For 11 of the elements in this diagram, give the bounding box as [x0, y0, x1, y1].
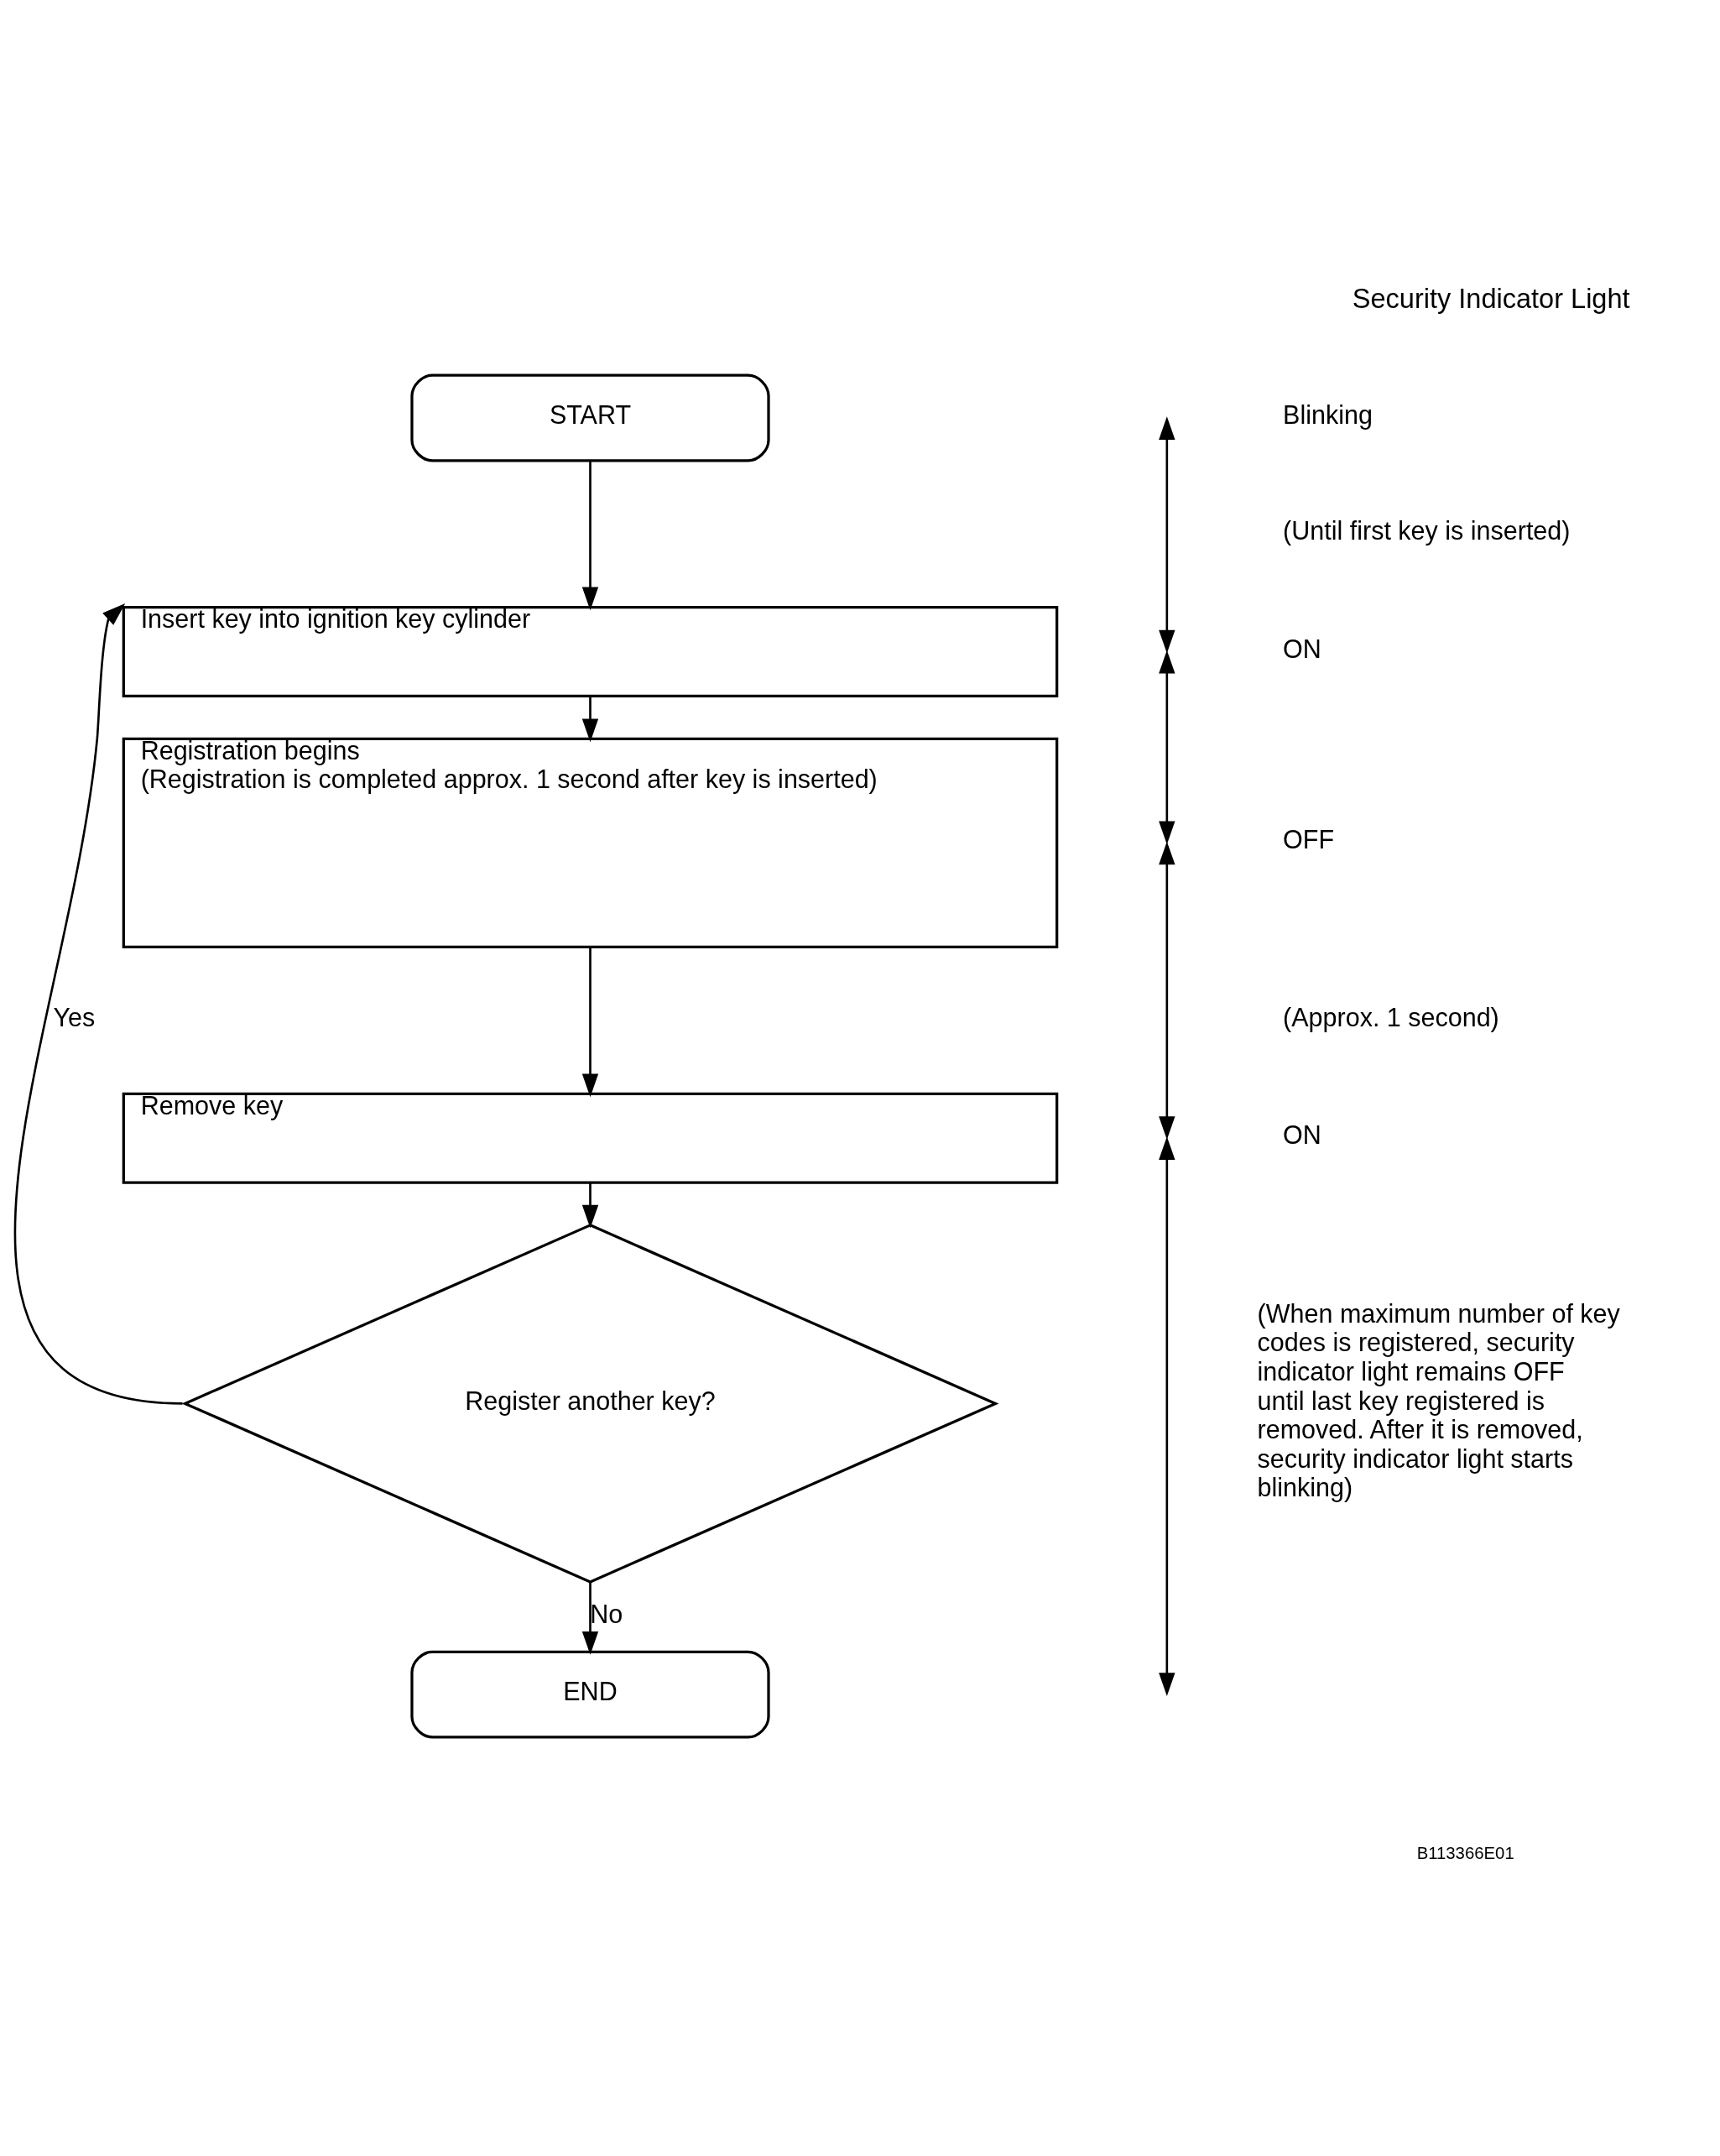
edge-label: No [590, 1599, 623, 1628]
label: Blinking [1283, 399, 1373, 429]
label: (Approx. 1 second) [1283, 1002, 1499, 1031]
edge-label: Yes [53, 1002, 96, 1031]
label: ON [1283, 1120, 1321, 1149]
label: B113366E01 [1416, 1843, 1514, 1862]
label: ON [1283, 634, 1321, 663]
label: (Until first key is inserted) [1283, 515, 1571, 545]
label: (When maximum number of key codes is registered, security indicator light remains OFF until last key registered is removed. After it is removed, security indicator light starts blinking) [1257, 1298, 1620, 1501]
label: OFF [1283, 824, 1335, 854]
label: Security Indicator Light [1352, 283, 1630, 314]
